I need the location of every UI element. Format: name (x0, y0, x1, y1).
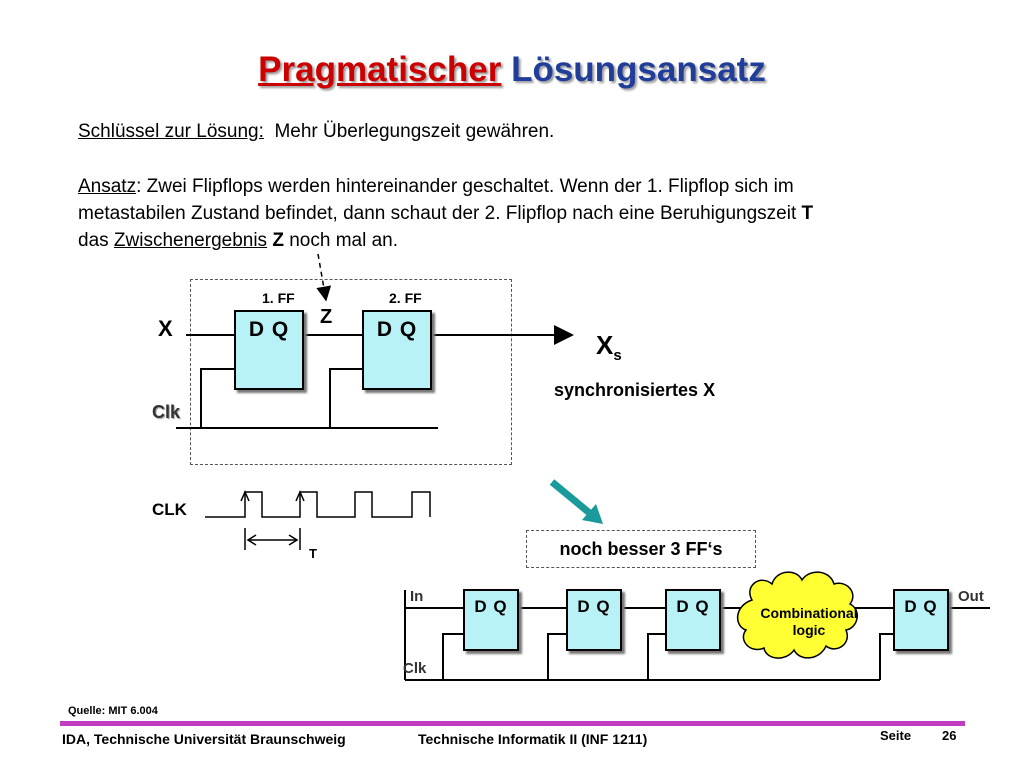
footer-institution: IDA, Technische Universität Braunschweig (62, 731, 346, 747)
xs-label: Xs (596, 330, 622, 364)
in-label: In (410, 588, 424, 605)
approach-line2-text: metastabilen Zustand befindet, dann scha… (78, 203, 802, 224)
key-text: Mehr Überlegungszeit gewähren. (274, 121, 555, 142)
ff2-dq-label: D Q (376, 318, 418, 341)
teal-arrow-shaft (549, 479, 595, 518)
ff-b-dq-label: D Q (577, 597, 611, 616)
clk-wire-ff2 (329, 368, 362, 428)
timing-t-label: T (309, 546, 317, 561)
flipflop-1: D Q (234, 310, 304, 390)
footer-course: Technische Informatik II (INF 1211) (418, 731, 648, 747)
approach-zwischenergebnis: Zwischenergebnis (113, 230, 268, 251)
out-label: Out (958, 588, 984, 605)
title-word-pragmatischer: Pragmatischer (258, 50, 502, 89)
footer-seite-label: Seite (880, 728, 912, 743)
approach-line3-end: noch mal an. (283, 230, 399, 251)
approach-t-symbol: T (801, 203, 814, 224)
clk-wire-ff1 (200, 368, 234, 428)
ff1-dq-label: D Q (248, 318, 290, 341)
clk-wire-a (442, 633, 463, 680)
clk-label: Clk (152, 402, 181, 422)
footer-page-number: 26 (942, 728, 957, 743)
ff-c-dq-label: D Q (676, 597, 710, 616)
timing-clk-label: CLK (152, 500, 187, 519)
clk-waveform (205, 491, 431, 518)
source-note: Quelle: MIT 6.004 (68, 705, 158, 717)
xs-main: X (596, 330, 614, 360)
x-input-label: X (158, 316, 173, 341)
callout-three-ffs: noch besser 3 FF‘s (526, 530, 756, 568)
flipflop-2: D Q (362, 310, 432, 390)
footer-divider (60, 721, 965, 726)
approach-paragraph: Ansatz: Zwei Flipflops werden hintereina… (78, 173, 813, 254)
synchronized-x-label: synchronisiertes X (554, 380, 716, 400)
approach-line-3: das Zwischenergebnis Z noch mal an. (78, 227, 813, 254)
clk-wire-c (647, 633, 665, 680)
z-pointer-arrow (316, 253, 332, 302)
ff1-label: 1. FF (262, 290, 295, 306)
slide-title: Pragmatischer Lösungsansatz (0, 50, 1024, 90)
synchronizer-frame (190, 279, 512, 465)
flipflop-a: D Q (463, 589, 519, 651)
clk-edge-arrow-2 (295, 490, 305, 502)
clk-wire-d (879, 633, 893, 680)
approach-line-1: Ansatz: Zwei Flipflops werden hintereina… (78, 173, 813, 200)
diagram2-clk-label: Clk (403, 660, 427, 677)
clk-wire-b (547, 633, 566, 680)
ff-d-dq-label: D Q (904, 597, 938, 616)
t-arrow-right (288, 534, 299, 546)
combinational-logic-cloud (737, 571, 858, 659)
comb-line-2: logic (792, 622, 826, 638)
approach-line1-text: : Zwei Flipflops werden hintereinander g… (136, 176, 794, 197)
teal-arrow-head (582, 504, 603, 524)
approach-line3-start: das (78, 230, 114, 251)
key-line: Schlüssel zur Lösung: Mehr Überlegungsze… (78, 118, 554, 145)
flipflop-b: D Q (566, 589, 622, 651)
approach-line-2: metastabilen Zustand befindet, dann scha… (78, 200, 813, 227)
t-arrow-left (246, 534, 257, 546)
approach-label: Ansatz (78, 176, 137, 197)
combinational-logic-label: Combinational logic (754, 605, 864, 639)
ff-a-dq-label: D Q (474, 597, 508, 616)
title-word-loesungsansatz: Lösungsansatz (511, 50, 766, 89)
clk-edge-arrow-1 (240, 490, 250, 502)
z-label: Z (320, 306, 333, 328)
ff2-label: 2. FF (389, 290, 422, 306)
key-label: Schlüssel zur Lösung: (78, 121, 264, 142)
approach-z-symbol: Z (272, 230, 284, 251)
flipflop-d: D Q (893, 589, 949, 651)
comb-line-1: Combinational (760, 605, 858, 621)
flipflop-c: D Q (665, 589, 721, 651)
xs-subscript: s (613, 347, 622, 365)
